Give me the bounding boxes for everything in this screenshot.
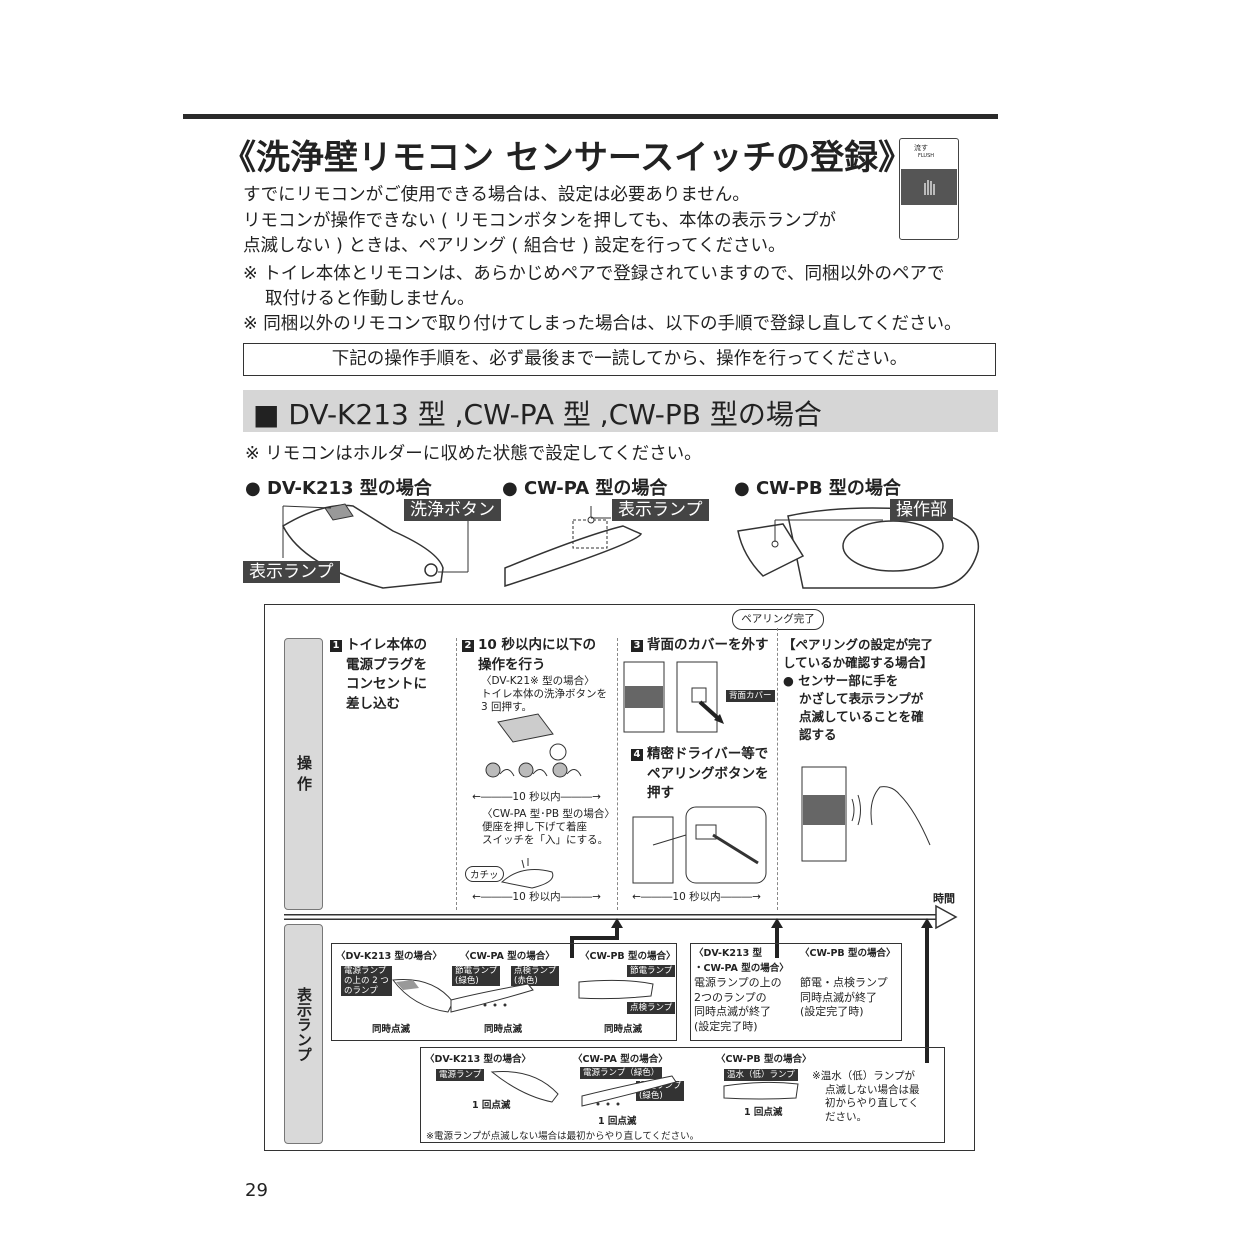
label-flush-button: 洗浄ボタン (404, 499, 501, 521)
intro-text: すでにリモコンがご使用できる場合は、設定は必要ありません。 リモコンが操作できな… (243, 183, 836, 260)
lamp-row2-status-pb: 1 回点滅 (744, 1107, 783, 1118)
lamp-row1-box (331, 943, 677, 1041)
seat-press-illustration (500, 858, 554, 889)
lamp-done-box (690, 943, 902, 1041)
remove-cover-illustration (623, 661, 724, 733)
lamp-row1-pb-tag1: 節電ランプ (627, 965, 676, 977)
step-2-cw-text: 〈CW-PA 型･PB 型の場合〉 便座を押し下げて着座 スイッチを「入」にする… (482, 808, 615, 846)
lamp-row2-footnote: ※電源ランプが点滅しない場合は最初からやり直してください。 (426, 1131, 700, 1142)
side-operation-label: 操作 (295, 755, 313, 797)
remocon-note: ※ リモコンはホルダーに収めた状態で設定してください。 (245, 444, 702, 464)
hand-icon (924, 180, 935, 195)
timing-arrows (570, 918, 933, 1063)
lamp-row1-illustrations (392, 978, 654, 1013)
lamp-row1-pa-tag2: 点検ランプ (赤色) (511, 966, 560, 986)
interval-step2: ←―――10 秒以内―――→ (472, 791, 601, 803)
side-operation: 操作 (284, 638, 323, 910)
lamp-row2-header-pa: 〈CW-PA 型の場合〉 (573, 1054, 668, 1065)
note-1-cont: 取付けると作動しません。 (265, 289, 475, 309)
interval-bottom-right: ←―――10 秒以内―――→ (632, 891, 761, 903)
lamp-row2-status-dvk: 1 回点滅 (472, 1100, 511, 1111)
lamp-row1-status-pa: 同時点滅 (484, 1024, 523, 1035)
remote-top-label: 流す (914, 144, 928, 152)
lamp-row1-header-dvk: 〈DV-K213 型の場合〉 (336, 951, 442, 962)
interval-bottom-left: ←―――10 秒以内―――→ (472, 891, 601, 903)
confirm-text: 【ペアリングの設定が完了 しているか確認する場合】 ● センサー部に手を かざし… (783, 637, 934, 742)
lamp-row2-pb-tag: 温水（低）ランプ (724, 1069, 798, 1081)
side-lamp-label: 表示ランプ (295, 987, 313, 1062)
lamp-row1-pb-tag2: 点検ランプ (627, 1002, 676, 1014)
section-title: ■ DV-K213 型 ,CW-PA 型 ,CW-PB 型の場合 (253, 398, 822, 431)
lamp-row2-header-dvk: 〈DV-K213 型の場合〉 (425, 1054, 531, 1065)
notice-box: 下記の操作手順を、必ず最後まで一読してから、操作を行ってください。 (243, 343, 996, 376)
lamp-row1-status-dvk: 同時点滅 (372, 1024, 411, 1035)
label-control-pb: 操作部 (890, 499, 953, 521)
pairing-button-illustration (632, 806, 767, 884)
lamp-row1-pa-tag1: 節電ランプ (緑色) (452, 966, 501, 986)
remote-illustration: 流す FLUSH (899, 138, 959, 240)
press-button-illustration (485, 713, 582, 778)
lamp-row2-box (420, 1047, 945, 1143)
lamp-row1-dvk-tag: 電源ランプ の上の 2 つ のランプ (341, 966, 392, 996)
lamp-row1-header-pa: 〈CW-PA 型の場合〉 (460, 951, 555, 962)
cover-tag: 背面カバー (726, 690, 775, 702)
lamp-row2-illustrations (490, 1070, 799, 1107)
intro-line: リモコンが操作できない ( リモコンボタンを押しても、本体の表示ランプが (243, 210, 837, 231)
remote-sensor-panel (901, 169, 957, 205)
separator (456, 638, 457, 910)
top-rule (183, 114, 998, 119)
page-number: 29 (245, 1180, 268, 1201)
lamp-row1-status-pb: 同時点滅 (604, 1024, 643, 1035)
section-bar (243, 390, 998, 432)
label-indicator-dvk: 表示ランプ (243, 561, 340, 583)
intro-line: すでにリモコンがご使用できる場合は、設定は必要ありません。 (243, 185, 750, 205)
lamp-row2-dvk-tag: 電源ランプ (436, 1069, 485, 1081)
lamp-done-right: 〈CW-PB 型の場合〉 節電・点検ランプ 同時点滅が終了 (設定完了時) (800, 948, 896, 1018)
time-arrow (284, 904, 958, 930)
lamp-done-left: 〈DV-K213 型 ・CW-PA 型の場合〉 電源ランプの上の 2つのランプの… (694, 948, 789, 1033)
model-illustrations (282, 503, 980, 589)
page-title: 《洗浄壁リモコン センサースイッチの登録》 (222, 138, 913, 178)
lamp-row2-header-pb: 〈CW-PB 型の場合〉 (716, 1054, 812, 1065)
lamp-row1-header-pb: 〈CW-PB 型の場合〉 (580, 951, 676, 962)
side-lamp: 表示ランプ (284, 924, 323, 1144)
hand-over-sensor-illustration (801, 766, 931, 862)
click-label: カチッ (465, 866, 504, 882)
remote-sub-label: FLUSH (918, 153, 935, 159)
pairing-done-bubble: ペアリング完了 (732, 609, 824, 630)
step-2-dvk-text: 〈DV-K21※ 型の場合〉 トイレ本体の洗浄ボタンを 3 回押す。 (481, 675, 607, 713)
separator (777, 628, 778, 910)
procedure-frame (264, 604, 975, 1151)
note-2: ※ 同梱以外のリモコンで取り付けてしまった場合は、以下の手順で登録し直してくださ… (243, 314, 962, 334)
label-indicator-pa: 表示ランプ (612, 499, 709, 521)
model-title-pa: ● CW-PA 型の場合 (502, 478, 668, 499)
note-1: ※ トイレ本体とリモコンは、あらかじめペアで登録されていますので、同梱以外のペア… (243, 264, 945, 284)
time-label: 時間 (933, 892, 955, 905)
lamp-row2-pb-note: ※温水（低）ランプが 点滅しない場合は最 初からやり直してく ださい。 (812, 1070, 920, 1123)
lamp-row2-status-pa: 1 回点滅 (598, 1116, 637, 1127)
model-title-pb: ● CW-PB 型の場合 (734, 478, 901, 499)
lamp-row2-pa-tag1: 電源ランプ（緑色） (580, 1067, 663, 1079)
separator (617, 638, 618, 910)
intro-line: 点滅しない ) ときは、ペアリング ( 組合せ ) 設定を行ってください。 (243, 236, 786, 256)
model-title-dvk: ● DV-K213 型の場合 (245, 478, 432, 499)
